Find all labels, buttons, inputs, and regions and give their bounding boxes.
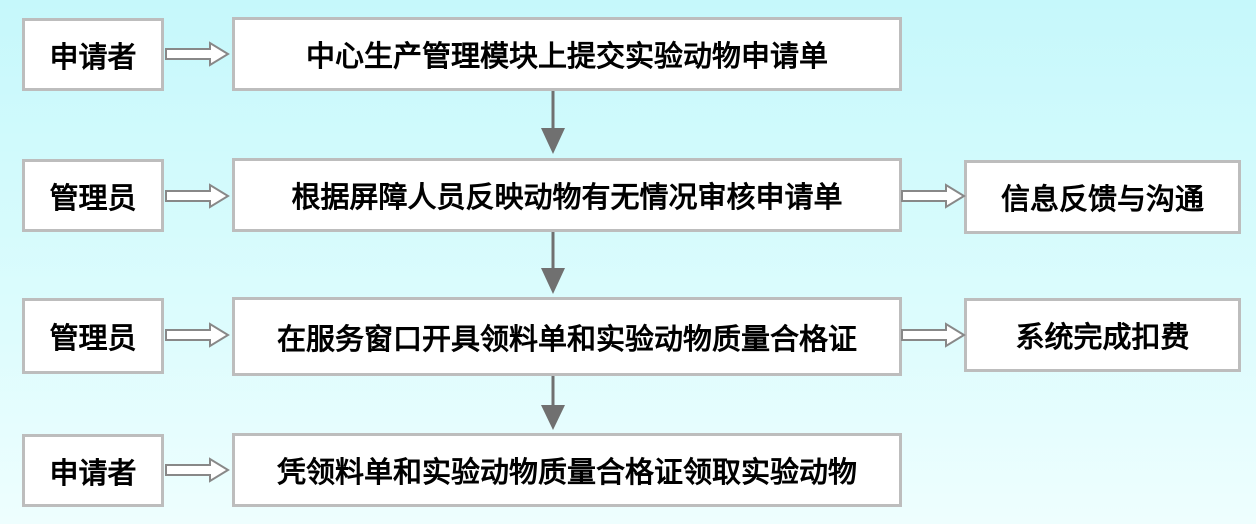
actor-box-2: 管理员 — [22, 159, 164, 232]
step-box-3: 在服务窗口开具领料单和实验动物质量合格证 — [232, 297, 902, 376]
hollow-arrow-right — [165, 184, 229, 208]
hollow-arrow-right — [165, 458, 229, 482]
actor-box-3: 管理员 — [22, 298, 164, 374]
hollow-arrow-right — [165, 42, 229, 66]
arrow-down-3 — [541, 376, 565, 430]
outcome-box-3: 系统完成扣费 — [964, 298, 1241, 372]
step-label: 凭领料单和实验动物质量合格证领取实验动物 — [276, 455, 857, 489]
step-box-4: 凭领料单和实验动物质量合格证领取实验动物 — [232, 433, 902, 507]
arrow-down-2 — [541, 232, 565, 294]
step-label: 中心生产管理模块上提交实验动物申请单 — [305, 39, 828, 73]
actor-label: 管理员 — [49, 321, 137, 355]
arrow-down-1 — [541, 91, 565, 154]
outcome-label: 信息反馈与沟通 — [1000, 182, 1204, 216]
actor-label: 申请者 — [49, 39, 137, 74]
step-box-1: 中心生产管理模块上提交实验动物申请单 — [232, 17, 902, 91]
actor-label: 申请者 — [49, 455, 137, 490]
step-box-2: 根据屏障人员反映动物有无情况审核申请单 — [232, 158, 902, 232]
actor-box-1: 申请者 — [22, 18, 164, 91]
step-label: 根据屏障人员反映动物有无情况审核申请单 — [291, 180, 843, 214]
hollow-arrow-right — [165, 323, 229, 347]
outcome-box-2: 信息反馈与沟通 — [964, 160, 1241, 234]
step-label: 在服务窗口开具领料单和实验动物质量合格证 — [276, 321, 857, 356]
hollow-arrow-right — [901, 184, 965, 208]
outcome-label: 系统完成扣费 — [1015, 320, 1190, 354]
actor-label: 管理员 — [49, 180, 137, 215]
actor-box-4: 申请者 — [22, 434, 164, 507]
hollow-arrow-right — [901, 323, 965, 347]
